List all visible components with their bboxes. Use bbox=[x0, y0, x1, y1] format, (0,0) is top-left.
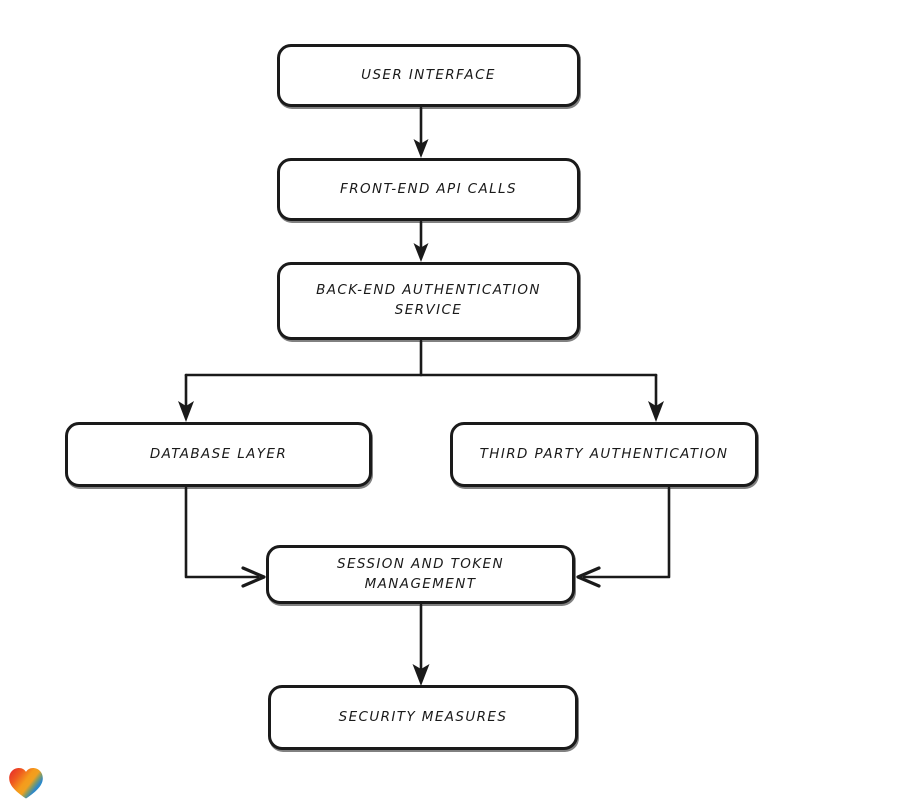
node-session-and-token-management[interactable]: Session and Token Management bbox=[266, 545, 575, 604]
edge-branch-to-database-layer bbox=[178, 373, 194, 422]
node-session-and-token-management-label: Session and Token Management bbox=[337, 555, 504, 592]
node-user-interface-label: User Interface bbox=[361, 66, 496, 83]
node-database-layer-label: Database Layer bbox=[149, 445, 288, 462]
node-third-party-authentication[interactable]: Third Party Authentication bbox=[450, 422, 758, 487]
edge-backend-auth-branch-bus bbox=[184, 339, 658, 377]
edge-user-interface-to-frontend-api bbox=[413, 106, 429, 158]
gradient-heart-icon bbox=[9, 768, 43, 799]
edge-branch-to-third-party-auth bbox=[648, 373, 664, 422]
node-security-measures[interactable]: Security Measures bbox=[268, 685, 578, 750]
edge-third-party-auth-to-session-token bbox=[576, 486, 671, 588]
node-frontend-api-calls-label: Front-End API Calls bbox=[340, 180, 517, 197]
edge-session-token-to-security bbox=[412, 603, 430, 686]
node-third-party-authentication-label: Third Party Authentication bbox=[479, 445, 729, 462]
edge-frontend-api-to-backend-auth bbox=[413, 220, 429, 262]
node-backend-authentication-service[interactable]: Back-End Authentication Service bbox=[277, 262, 580, 340]
node-user-interface[interactable]: User Interface bbox=[277, 44, 580, 107]
node-backend-authentication-service-label: Back-End Authentication Service bbox=[316, 282, 541, 318]
edge-database-layer-to-session-token bbox=[184, 486, 266, 588]
node-security-measures-label: Security Measures bbox=[338, 708, 508, 725]
node-database-layer[interactable]: Database Layer bbox=[65, 422, 372, 487]
node-frontend-api-calls[interactable]: Front-End API Calls bbox=[277, 158, 580, 221]
